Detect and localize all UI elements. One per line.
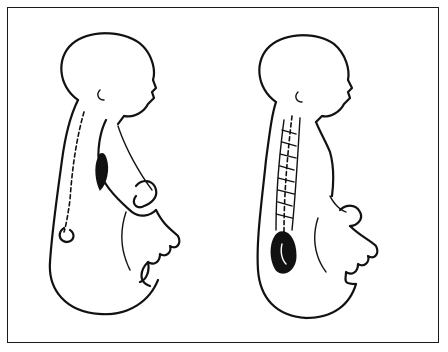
right-infant-figure	[258, 35, 378, 318]
right-infant-spine-hatch-right	[292, 118, 300, 230]
right-infant-arm	[330, 196, 346, 212]
right-infant-spine-hatch-left	[276, 120, 284, 230]
left-infant-thigh	[122, 212, 130, 270]
right-infant-dark-oval	[271, 232, 296, 273]
right-infant-ear	[296, 92, 302, 102]
left-infant-head	[61, 33, 156, 124]
right-infant-chest	[316, 122, 333, 196]
right-infant-leg	[345, 226, 377, 284]
left-infant-lower-bulge	[60, 228, 74, 242]
right-infant-spine-center	[284, 116, 292, 232]
left-infant-leg	[140, 210, 179, 282]
right-infant-hand	[340, 206, 361, 226]
left-infant-figure	[50, 33, 179, 314]
right-infant-thigh	[315, 218, 326, 272]
left-infant-ear	[98, 90, 104, 100]
left-infant-hand	[134, 181, 156, 207]
